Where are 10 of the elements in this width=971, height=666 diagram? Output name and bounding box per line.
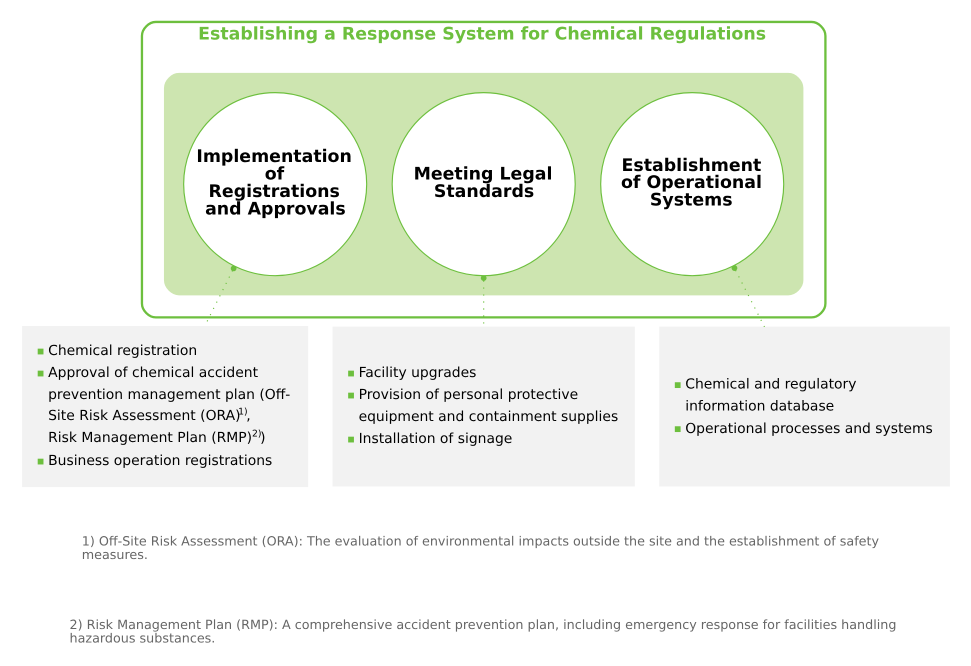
cluster <box>163 72 803 296</box>
node-box: Chemical registration Approval of chemical accident prevention management plan (Off-Site Risk Assessment (ORA)$^{1)}$, Risk Management Plan (RMP)$^{2)}$) Business operation registrations <box>22 326 308 488</box>
connector <box>731 265 765 328</box>
label: 1) Off-Site Risk Assessment (ORA): The evaluation of environmental impacts outside the site and the establishment of safety measures. <box>81 534 879 564</box>
node-box: Chemical and regulatory information database Operational processes and systems <box>658 326 950 486</box>
node-box: Facility upgrades Provision of personal protective equipment and containment supplies Installation of signage <box>332 326 634 486</box>
node-circle: Establishment of Operational Systems <box>600 92 784 276</box>
node-circle: Meeting Legal Standards <box>391 92 576 276</box>
label: 2) Risk Management Plan (RMP): A comprehensive accident prevention plan, including emergency response for facilities handling hazardous substances. <box>69 618 896 647</box>
node-circle: Implementation of Registrations and Approvals <box>182 92 367 276</box>
